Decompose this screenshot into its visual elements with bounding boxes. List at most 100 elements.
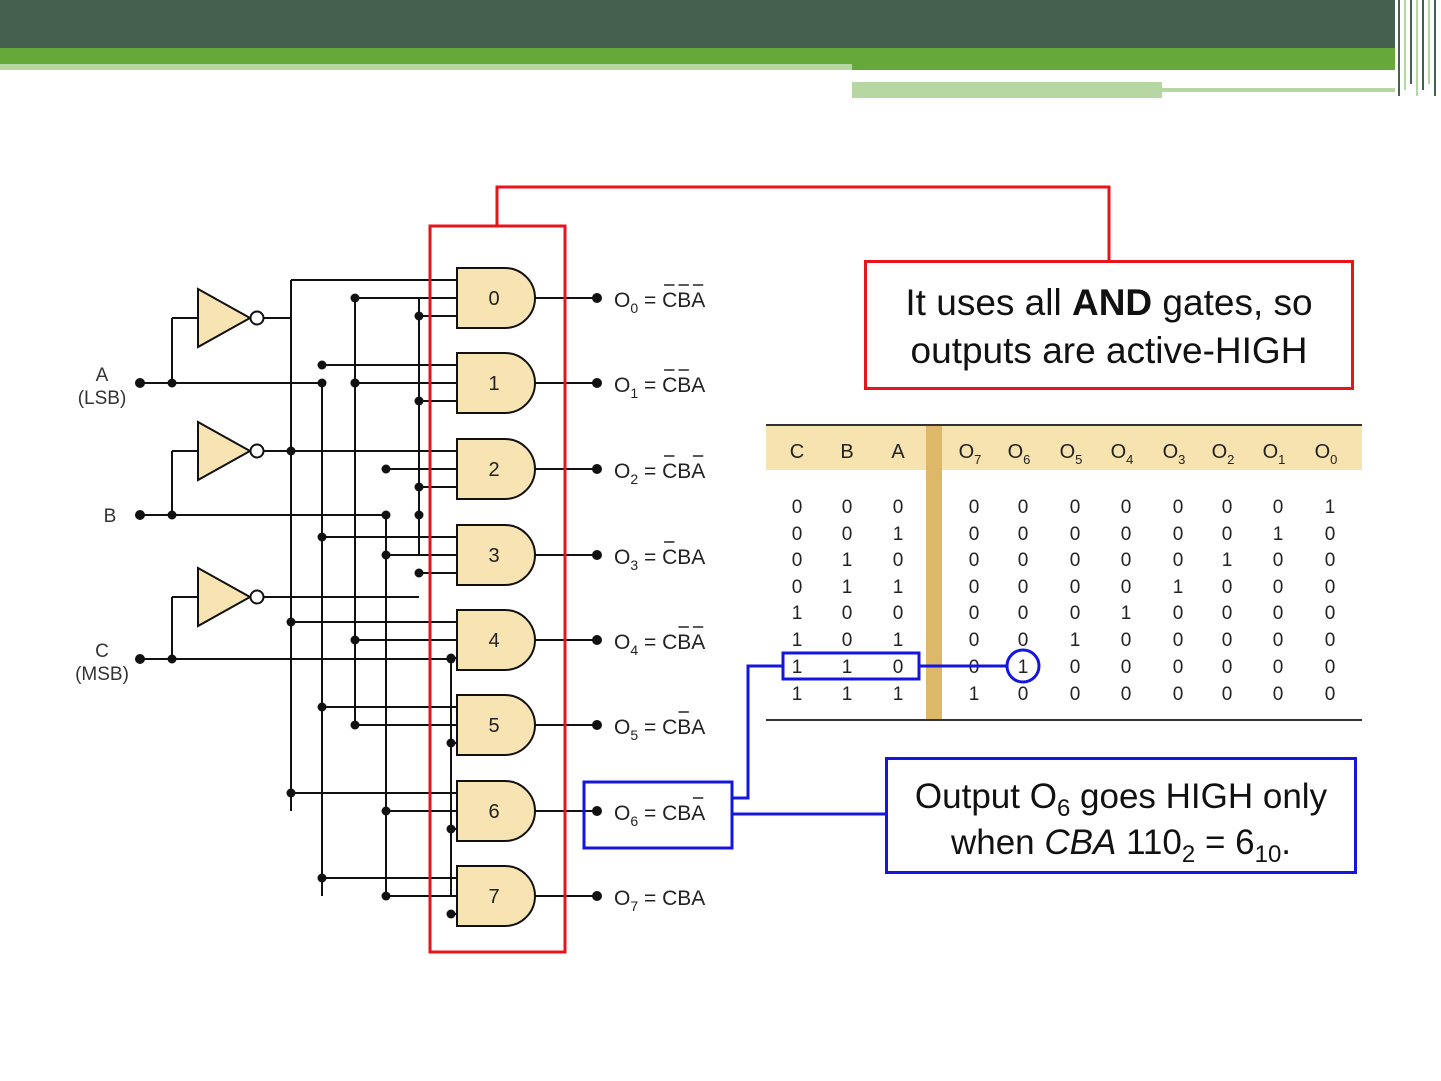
- and-gate-2: [456, 438, 536, 500]
- input-terminal-b: [135, 510, 145, 520]
- table-cell: 0: [1222, 684, 1233, 705]
- input-label-c: C: [95, 641, 109, 662]
- table-divider-bar: [926, 426, 942, 720]
- table-cell: 1: [842, 684, 853, 705]
- output-terminal-0: [592, 293, 602, 303]
- table-cell: 0: [792, 550, 803, 571]
- input-terminal-a: [135, 378, 145, 388]
- table-cell: 1: [842, 550, 853, 571]
- table-cell: 1: [893, 684, 904, 705]
- junction-dot: [286, 446, 296, 456]
- table-cell: 0: [1018, 630, 1029, 651]
- table-cell: 1: [1121, 603, 1132, 624]
- table-cell: 0: [1222, 630, 1233, 651]
- table-cell: 0: [1018, 603, 1029, 624]
- table-cell: 0: [1325, 657, 1336, 678]
- table-cell: 0: [1070, 684, 1081, 705]
- table-cell: 0: [842, 524, 853, 545]
- table-cell: 0: [1070, 524, 1081, 545]
- slide-header-banner: [0, 0, 1441, 100]
- input-label-b: B: [104, 506, 117, 527]
- table-cell: 1: [1222, 550, 1233, 571]
- junction-dot: [286, 617, 296, 627]
- junction-dot: [317, 532, 327, 542]
- junction-dot: [446, 909, 456, 919]
- output-terminal-1: [592, 378, 602, 388]
- table-cell: 0: [893, 603, 904, 624]
- table-cell: 1: [1173, 577, 1184, 598]
- table-cell: 0: [1325, 550, 1336, 571]
- table-cell: 0: [1070, 577, 1081, 598]
- table-cell: 0: [1273, 550, 1284, 571]
- table-input-header: A: [891, 441, 905, 463]
- table-cell: 1: [1273, 524, 1284, 545]
- and-gate-1: [456, 352, 536, 414]
- table-cell: 0: [969, 603, 980, 624]
- output-terminal-5: [592, 720, 602, 730]
- table-cell: 0: [1222, 577, 1233, 598]
- and-gate-label-7: 7: [488, 886, 499, 908]
- red-callout-connector: [495, 185, 1111, 260]
- table-cell: 0: [792, 524, 803, 545]
- table-cell: 0: [1222, 657, 1233, 678]
- table-cell: 1: [792, 657, 803, 678]
- blue-output-highlight-circle: [1005, 648, 1041, 684]
- junction-dot: [381, 550, 391, 560]
- table-cell: 0: [893, 497, 904, 518]
- table-cell: 0: [1070, 550, 1081, 571]
- output-label-4: O4 = CBA: [614, 631, 705, 658]
- table-cell: 0: [1121, 630, 1132, 651]
- table-cell: 0: [1325, 603, 1336, 624]
- table-cell: 0: [1173, 684, 1184, 705]
- output-terminal-7: [592, 891, 602, 901]
- output-label-7: O7 = CBA: [614, 887, 705, 914]
- junction-dot: [381, 891, 391, 901]
- table-cell: 0: [1273, 577, 1284, 598]
- inverter-c: [197, 566, 253, 628]
- and-gate-0: [456, 267, 536, 329]
- output-label-0: O0 = CBA: [614, 289, 705, 316]
- header-light-block: [852, 82, 1162, 98]
- table-cell: 0: [1018, 577, 1029, 598]
- table-cell: 0: [1018, 550, 1029, 571]
- table-cell: 0: [1222, 497, 1233, 518]
- table-cell: 0: [1121, 577, 1132, 598]
- table-cell: 0: [1273, 684, 1284, 705]
- and-gate-label-2: 2: [488, 459, 499, 481]
- table-cell: 1: [792, 603, 803, 624]
- table-cell: 0: [792, 577, 803, 598]
- table-cell: 0: [1121, 657, 1132, 678]
- table-cell: 0: [1222, 603, 1233, 624]
- junction-dot: [381, 464, 391, 474]
- table-input-header: B: [840, 441, 853, 463]
- table-cell: 0: [969, 497, 980, 518]
- and-gate-label-1: 1: [488, 373, 499, 395]
- table-cell: 0: [1273, 657, 1284, 678]
- junction-dot: [350, 293, 360, 303]
- header-light-stripe: [0, 64, 852, 70]
- table-cell: 0: [1070, 497, 1081, 518]
- table-cell: 0: [1273, 603, 1284, 624]
- table-cell: 1: [1070, 630, 1081, 651]
- table-cell: 0: [893, 550, 904, 571]
- junction-dot: [446, 824, 456, 834]
- table-cell: 0: [1173, 603, 1184, 624]
- table-cell: 0: [1173, 630, 1184, 651]
- table-cell: 0: [1121, 550, 1132, 571]
- table-cell: 0: [969, 630, 980, 651]
- table-cell: 0: [842, 603, 853, 624]
- and-gate-3: [456, 524, 536, 586]
- junction-dot: [350, 378, 360, 388]
- table-cell: 1: [1018, 657, 1029, 678]
- table-cell: 0: [893, 657, 904, 678]
- table-cell: 1: [792, 684, 803, 705]
- and-gate-label-4: 4: [488, 630, 499, 652]
- output-terminal-3: [592, 550, 602, 560]
- and-gate-6: [456, 780, 536, 842]
- junction-dot: [414, 396, 424, 406]
- table-cell: 0: [1121, 524, 1132, 545]
- junction-dot: [414, 510, 424, 520]
- callout-o6-high: Output O6 goes HIGH only when CBA 1102 =…: [885, 757, 1357, 874]
- table-header-background: [766, 426, 1362, 470]
